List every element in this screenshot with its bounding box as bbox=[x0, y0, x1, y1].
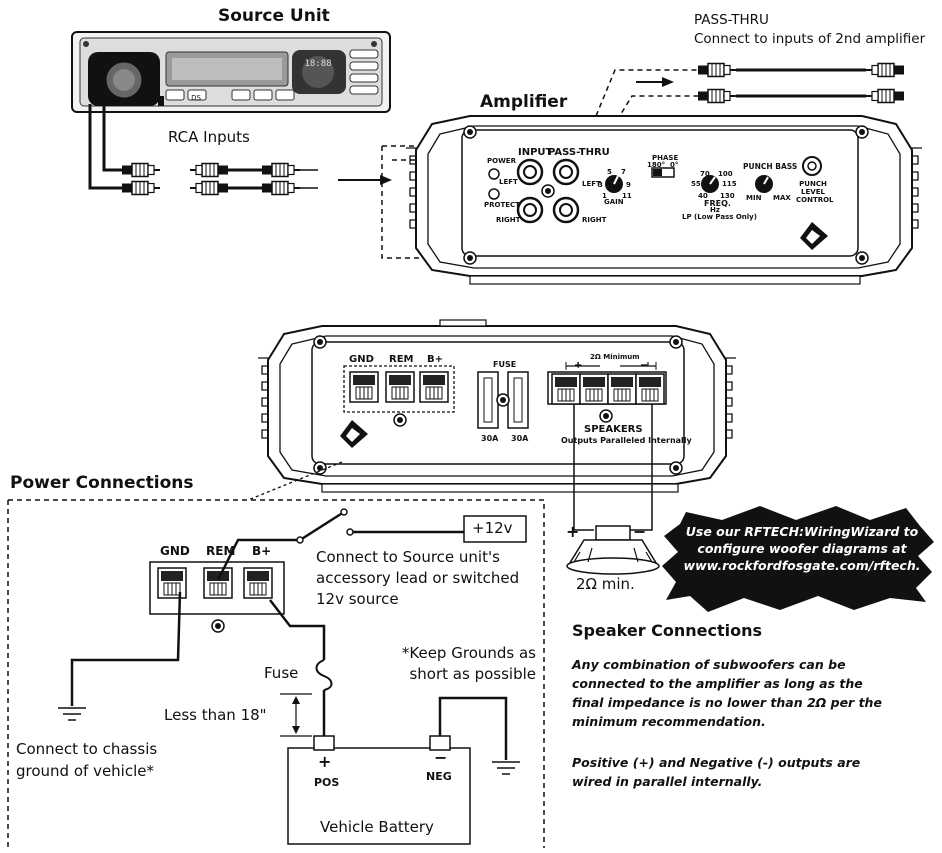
ground-symbols bbox=[58, 707, 520, 775]
min-impedance-label: 2Ω Minimum bbox=[590, 353, 640, 361]
chassis-ground-text: Connect to chassis ground of vehicle* bbox=[16, 740, 158, 780]
neg-label: NEG bbox=[426, 770, 452, 783]
power-led-label: POWER bbox=[487, 157, 516, 165]
speaker-text-1: Any combination of subwoofers can be con… bbox=[572, 657, 882, 729]
fuse-text: Fuse bbox=[264, 664, 299, 682]
gain-tick-7: 7 bbox=[621, 168, 626, 176]
pass-thru-title: PASS-THRU bbox=[694, 12, 769, 28]
protect-led-label: PROTECT bbox=[484, 201, 520, 209]
subwoofer bbox=[566, 525, 660, 575]
amp-gnd-label: GND bbox=[349, 354, 374, 365]
lp-label: LP (Low Pass Only) bbox=[682, 213, 757, 221]
gain-label: GAIN bbox=[604, 198, 624, 206]
power-box bbox=[7, 499, 545, 848]
promo-burst bbox=[662, 506, 934, 612]
amp-bplus-label: B+ bbox=[427, 354, 444, 365]
power-rem-label: REM bbox=[206, 544, 236, 558]
input-left-label: LEFT bbox=[499, 178, 518, 186]
speaker-connections-title: Speaker Connections bbox=[572, 621, 763, 640]
speaker-minus: − bbox=[633, 522, 647, 541]
speaker-wires bbox=[573, 404, 653, 531]
power-gnd-label: GND bbox=[160, 544, 190, 558]
rca-input-cables bbox=[88, 104, 392, 196]
phase-180-label: 180° bbox=[647, 161, 666, 169]
neg-sign: − bbox=[434, 748, 448, 767]
rca-inputs-label: RCA Inputs bbox=[168, 128, 250, 146]
fuse1-rating: 30A bbox=[481, 434, 499, 443]
hz-label: Hz bbox=[710, 206, 720, 214]
amplifier-title: Amplifier bbox=[480, 92, 568, 112]
terminal-plus: + bbox=[574, 360, 583, 371]
gain-tick-3: 3 bbox=[598, 181, 603, 189]
source-unit: 18:88 DS bbox=[71, 31, 391, 113]
outputs-label: Outputs Paralleled Internally bbox=[561, 436, 692, 445]
gain-tick-11: 11 bbox=[622, 192, 632, 200]
pass-thru-cables bbox=[697, 62, 905, 104]
terminal-minus: − bbox=[640, 360, 649, 371]
power-title: Power Connections bbox=[10, 473, 194, 493]
rftech-promo-text[interactable]: Use our RFTECH:WiringWizard to configure… bbox=[683, 524, 921, 573]
source-lead-text: Connect to Source unit's accessory lead … bbox=[316, 548, 520, 608]
cd-logo: DS bbox=[191, 94, 201, 102]
less-18-text: Less than 18" bbox=[164, 706, 267, 724]
pos-label: POS bbox=[314, 776, 340, 789]
freq-tick-55: 55 bbox=[691, 180, 701, 188]
punch-min-label: MIN bbox=[746, 194, 762, 202]
pass-right-label: RIGHT bbox=[582, 216, 607, 224]
freq-tick-40: 40 bbox=[698, 192, 708, 200]
speaker-plus: + bbox=[566, 522, 580, 541]
display-readout: 18:88 bbox=[304, 59, 331, 69]
fuse2-rating: 30A bbox=[511, 434, 529, 443]
gain-tick-1: 1 bbox=[602, 192, 607, 200]
fuse-label: FUSE bbox=[493, 360, 517, 369]
battery-label: Vehicle Battery bbox=[320, 818, 434, 836]
vehicle-battery bbox=[287, 735, 471, 845]
speakers-label: SPEAKERS bbox=[584, 424, 643, 435]
plus-12v-label: +12v bbox=[472, 519, 513, 537]
pass-thru-desc: Connect to inputs of 2nd amplifier bbox=[694, 31, 926, 47]
freq-tick-115: 115 bbox=[722, 180, 737, 188]
phase-label: PHASE bbox=[652, 154, 679, 162]
power-bplus-label: B+ bbox=[252, 544, 272, 558]
punch-level-label: PUNCH LEVEL CONTROL bbox=[796, 180, 834, 204]
source-unit-title: Source Unit bbox=[218, 6, 330, 26]
keep-grounds-text: *Keep Grounds as short as possible bbox=[401, 644, 536, 683]
power-terminal-block bbox=[149, 561, 285, 633]
power-wires bbox=[70, 510, 508, 760]
pos-sign: + bbox=[318, 752, 332, 771]
speaker-text-2: Positive (+) and Negative (-) outputs ar… bbox=[572, 755, 861, 789]
gain-tick-5: 5 bbox=[607, 168, 612, 176]
punch-max-label: MAX bbox=[773, 194, 791, 202]
pass-thru-jack-label: PASS-THRU bbox=[548, 147, 610, 158]
freq-tick-130: 130 bbox=[720, 192, 735, 200]
input-label: INPUT bbox=[518, 147, 553, 158]
pass-left-label: LEFT bbox=[582, 180, 601, 188]
freq-tick-100: 100 bbox=[718, 170, 733, 178]
freq-label: FREQ. bbox=[704, 199, 731, 208]
input-right-label: RIGHT bbox=[496, 216, 521, 224]
amp-rem-label: REM bbox=[389, 354, 414, 365]
gain-tick-9: 9 bbox=[626, 181, 631, 189]
amplifier-bottom bbox=[257, 319, 737, 493]
speaker-min-label: 2Ω min. bbox=[576, 575, 635, 593]
amplifier-top bbox=[405, 115, 923, 285]
punch-bass-label: PUNCH BASS bbox=[743, 162, 798, 171]
freq-tick-70: 70 bbox=[700, 170, 710, 178]
phase-0-label: 0° bbox=[670, 161, 679, 169]
